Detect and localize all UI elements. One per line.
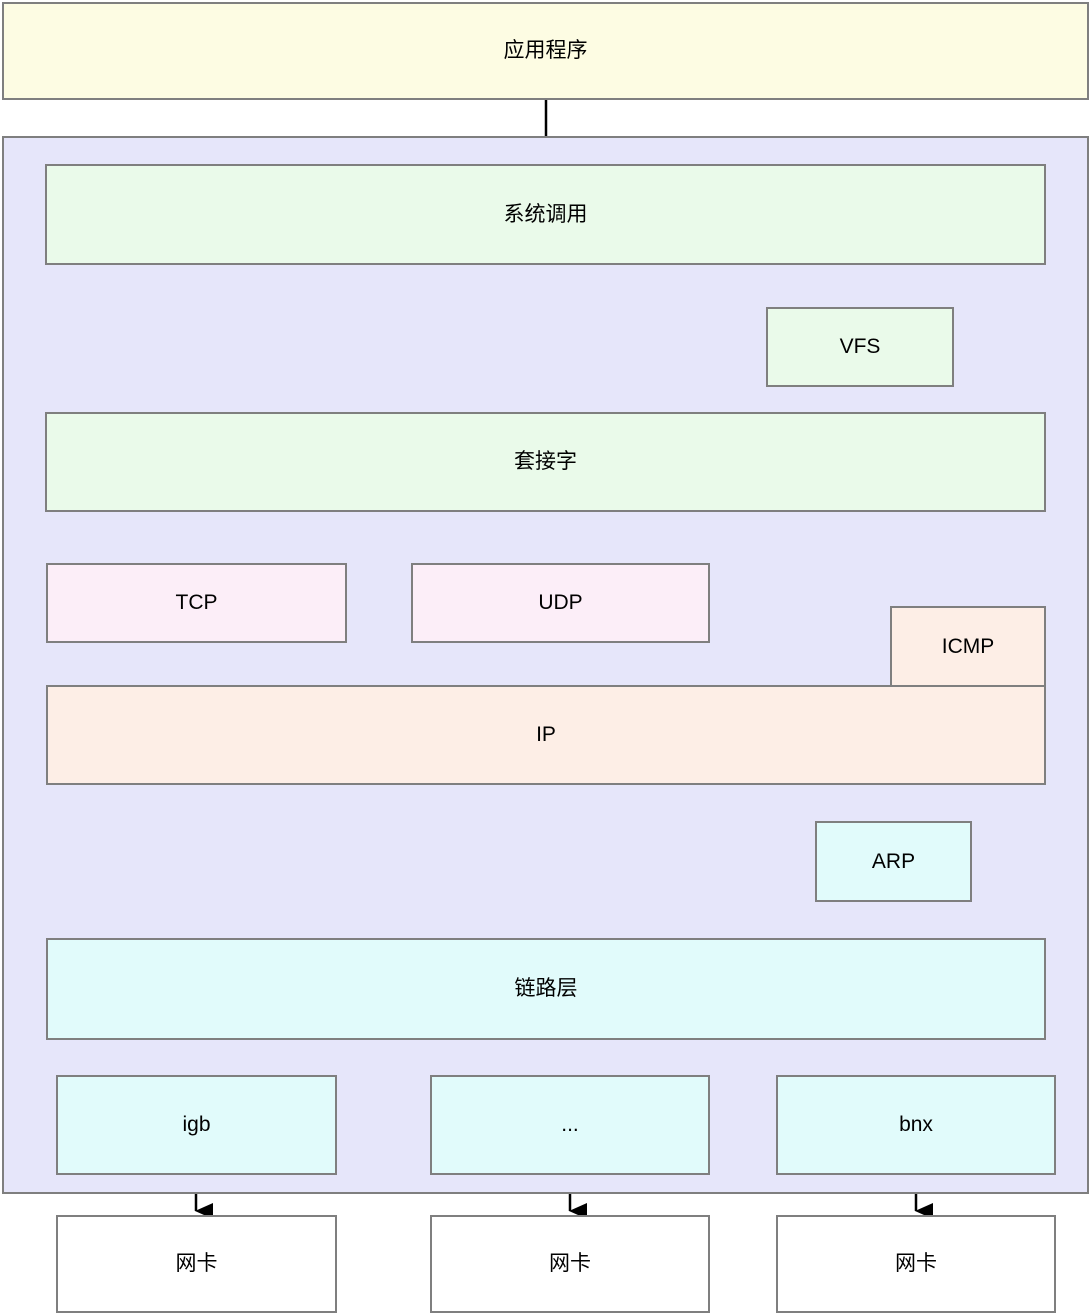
vfs-box: VFS [766, 307, 954, 387]
nic-label-1: 网卡 [175, 1252, 218, 1276]
socket-label: 套接字 [514, 450, 577, 474]
link-layer-label: 链路层 [514, 977, 578, 1001]
syscall-label: 系统调用 [503, 202, 588, 226]
udp-label: UDP [538, 591, 583, 615]
tcp-box: TCP [46, 563, 347, 643]
arp-label: ARP [871, 849, 916, 873]
driver-igb-label: igb [182, 1113, 211, 1137]
syscall-box: 系统调用 [45, 164, 1046, 265]
application-label: 应用程序 [503, 39, 588, 63]
ip-label: IP [536, 723, 556, 747]
vfs-label: VFS [839, 335, 881, 359]
nic-label-2: 网卡 [549, 1252, 591, 1276]
driver-ellipsis-box: ... [430, 1075, 710, 1175]
link-layer-box: 链路层 [46, 938, 1046, 1040]
driver-bnx-label: bnx [899, 1113, 933, 1137]
icmp-label: ICMP [941, 634, 995, 658]
driver-igb-box: igb [56, 1075, 337, 1175]
nic-box-3: 网卡 [776, 1215, 1056, 1313]
application-box: 应用程序 [2, 2, 1089, 100]
driver-ellipsis-label: ... [561, 1113, 579, 1137]
arp-box: ARP [815, 821, 972, 902]
driver-bnx-box: bnx [776, 1075, 1056, 1175]
ip-box: IP [46, 685, 1046, 785]
icmp-box: ICMP [890, 606, 1046, 687]
nic-box-2: 网卡 [430, 1215, 710, 1313]
tcp-label: TCP [175, 591, 218, 615]
nic-label-3: 网卡 [895, 1252, 937, 1276]
udp-box: UDP [411, 563, 710, 643]
socket-box: 套接字 [45, 412, 1046, 512]
nic-box-1: 网卡 [56, 1215, 337, 1313]
